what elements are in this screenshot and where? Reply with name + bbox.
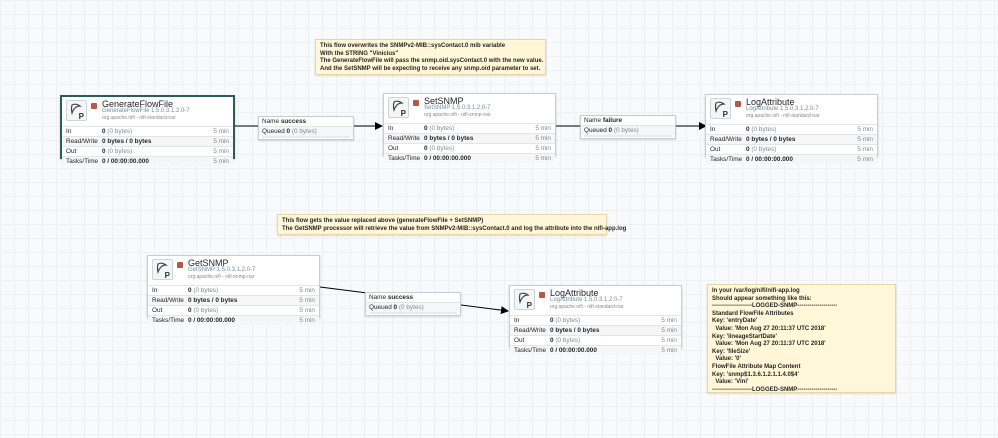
processor-bundle: org.apache.nifi - nifi-snmp-nar (188, 274, 255, 280)
stat-out: Out 0 (0 bytes) 5 min (62, 146, 233, 156)
processor-logattribute-bottom[interactable]: P LogAttribute LogAttribute 1.5.0.3.1.2.… (509, 285, 682, 355)
stat-readwrite: Read/Write 0 bytes / 0 bytes 5 min (384, 133, 555, 143)
connection-name-row: Name failure (584, 117, 623, 124)
stopped-icon (735, 101, 741, 107)
processor-name: GetSNMP (188, 258, 229, 268)
processor-bundle: org.apache.nifi - nifi-standard-nar (102, 115, 176, 121)
processor-logattribute-top[interactable]: P LogAttribute LogAttribute 1.5.0.3.1.2.… (705, 94, 878, 164)
stat-tasks: Tasks/Time 0 / 00:00:00.000 5 min (706, 154, 877, 164)
connection-success-2[interactable]: Name success Queued 0 (0 bytes) (365, 292, 461, 316)
stat-tasks: Tasks/Time 0 / 00:00:00.000 5 min (62, 156, 233, 166)
stat-readwrite: Read/Write 0 bytes / 0 bytes 5 min (62, 136, 233, 146)
stopped-icon (413, 100, 419, 106)
processor-setsnmp[interactable]: P SetSNMP SetSNMP 1.5.0.3.1.2.0-7 org.ap… (383, 93, 556, 163)
processor-bundle: org.apache.nifi - nifi-standard-nar (746, 113, 820, 119)
stat-in: In 0 (0 bytes) 5 min (706, 124, 877, 134)
processor-icon: P (514, 289, 535, 310)
processor-icon: P (710, 98, 731, 119)
connection-success-1[interactable]: Name success Queued 0 (0 bytes) (258, 116, 354, 140)
stopped-icon (91, 103, 97, 109)
note-label-middle[interactable]: This flow gets the value replaced above … (277, 214, 626, 235)
processor-header: P GetSNMP GetSNMP 1.5.0.3.1.2.0-7 org.ap… (148, 256, 319, 285)
stat-out: Out 0 (0 bytes) 5 min (510, 335, 681, 345)
processor-type: LogAttribute 1.5.0.3.1.2.0-7 (550, 297, 623, 303)
processor-bundle: org.apache.nifi - nifi-snmp-nar (424, 112, 491, 118)
connection-failure[interactable]: Name failure Queued 0 (0 bytes) (580, 115, 676, 139)
note-label-right[interactable]: In your /var/log/nifi/nifi-app.log Shoul… (707, 284, 896, 393)
stat-readwrite: Read/Write 0 bytes / 0 bytes 5 min (706, 134, 877, 144)
connection-queued-row: Queued 0 (0 bytes) (259, 126, 353, 136)
stat-tasks: Tasks/Time 0 / 00:00:00.000 5 min (510, 345, 681, 355)
processor-bundle: org.apache.nifi - nifi-standard-nar (550, 304, 624, 310)
stat-readwrite: Read/Write 0 bytes / 0 bytes 5 min (148, 295, 319, 305)
stat-in: In 0 (0 bytes) 5 min (510, 315, 681, 325)
stat-out: Out 0 (0 bytes) 5 min (384, 143, 555, 153)
processor-name: SetSNMP (424, 96, 464, 106)
stat-in: In 0 (0 bytes) 5 min (148, 285, 319, 295)
processor-name: LogAttribute (550, 288, 599, 298)
processor-icon: P (66, 100, 87, 121)
processor-type: SetSNMP 1.5.0.3.1.2.0-7 (424, 105, 491, 111)
connection-name-row: Name success (262, 118, 307, 125)
processor-type: GetSNMP 1.5.0.3.1.2.0-7 (188, 267, 256, 273)
stat-out: Out 0 (0 bytes) 5 min (706, 144, 877, 154)
processor-icon: P (388, 97, 409, 118)
connection-queue-bar (584, 135, 672, 137)
stopped-icon (539, 292, 545, 298)
processor-type: LogAttribute 1.5.0.3.1.2.0-7 (746, 106, 819, 112)
connection-queued-row: Queued 0 (0 bytes) (366, 302, 460, 312)
processor-generateflowfile[interactable]: P GenerateFlowFile GenerateFlowFile 1.5.… (60, 95, 235, 166)
connection-queue-bar (262, 136, 350, 138)
connection-name-row: Name success (369, 294, 414, 301)
stat-out: Out 0 (0 bytes) 5 min (148, 305, 319, 315)
connection-queue-bar (369, 312, 457, 314)
processor-header: P LogAttribute LogAttribute 1.5.0.3.1.2.… (706, 95, 877, 124)
stat-readwrite: Read/Write 0 bytes / 0 bytes 5 min (510, 325, 681, 335)
processor-header: P SetSNMP SetSNMP 1.5.0.3.1.2.0-7 org.ap… (384, 94, 555, 123)
stopped-icon (177, 262, 183, 268)
stat-tasks: Tasks/Time 0 / 00:00:00.000 5 min (384, 153, 555, 163)
processor-header: P LogAttribute LogAttribute 1.5.0.3.1.2.… (510, 286, 681, 315)
stat-in: In 0 (0 bytes) 5 min (384, 123, 555, 133)
stat-tasks: Tasks/Time 0 / 00:00:00.000 5 min (148, 315, 319, 325)
processor-getsnmp[interactable]: P GetSNMP GetSNMP 1.5.0.3.1.2.0-7 org.ap… (147, 255, 320, 325)
processor-name: LogAttribute (746, 97, 795, 107)
stat-in: In 0 (0 bytes) 5 min (62, 126, 233, 136)
processor-header: P GenerateFlowFile GenerateFlowFile 1.5.… (62, 97, 233, 126)
note-label-top[interactable]: This flow overwrites the SNMPv2-MIB::sys… (315, 39, 546, 75)
processor-icon: P (152, 259, 173, 280)
processor-name: GenerateFlowFile (102, 99, 174, 109)
processor-type: GenerateFlowFile 1.5.0.3.1.2.0-7 (102, 108, 190, 114)
connection-queued-row: Queued 0 (0 bytes) (581, 125, 675, 135)
